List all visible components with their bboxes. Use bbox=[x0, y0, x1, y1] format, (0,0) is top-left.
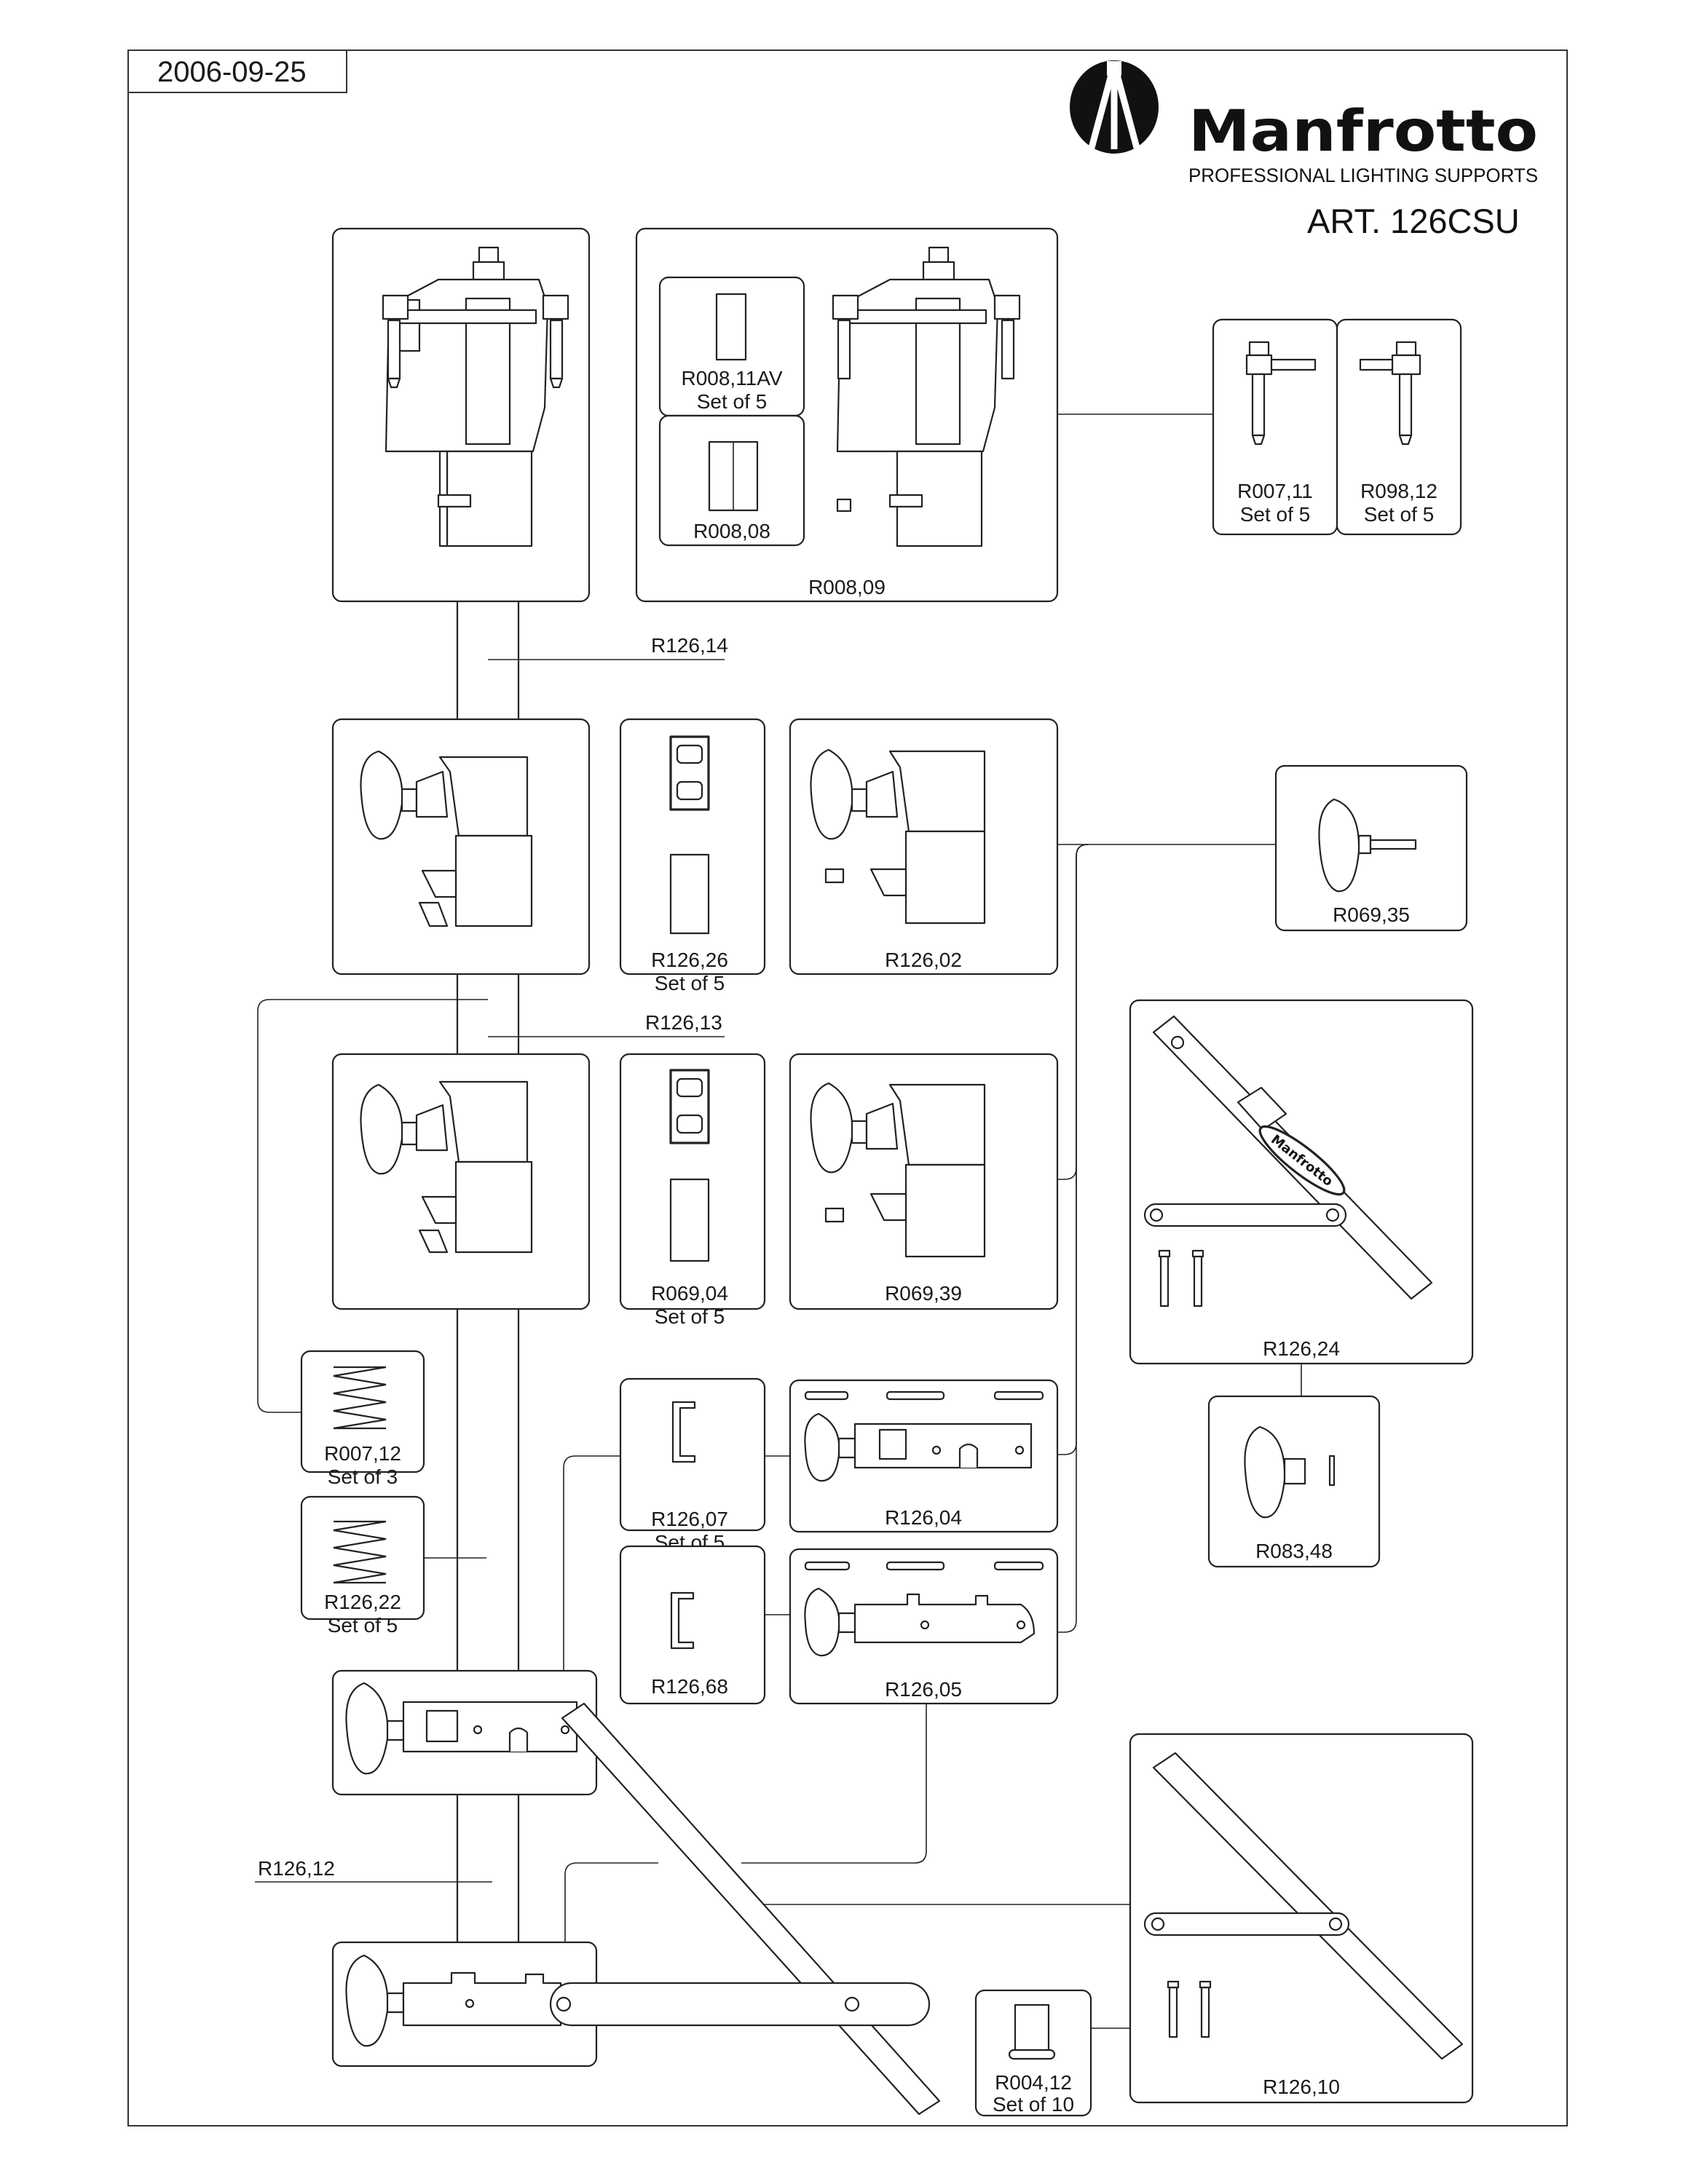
r126-24-label: R126,24 bbox=[1263, 1337, 1340, 1360]
r098-12-qty: Set of 5 bbox=[1364, 503, 1435, 526]
article-number: ART. 126CSU bbox=[1307, 202, 1520, 240]
r126-02-label: R126,02 bbox=[885, 949, 962, 971]
r126-26-qty: Set of 5 bbox=[655, 972, 725, 994]
brand-tagline: PROFESSIONAL LIGHTING SUPPORTS bbox=[1188, 165, 1538, 186]
r126-68-label: R126,68 bbox=[651, 1675, 728, 1698]
r126-05-label: R126,05 bbox=[885, 1678, 962, 1701]
r007-12-drawing bbox=[333, 1366, 387, 1430]
r007-11-qty: Set of 5 bbox=[1240, 503, 1311, 526]
r098-12-drawing bbox=[1359, 341, 1421, 446]
clamp-middle-drawing bbox=[360, 1080, 533, 1254]
r126-07-box bbox=[619, 1377, 766, 1532]
r069-04-drawing bbox=[669, 1069, 710, 1262]
r008-08-label: R008,08 bbox=[693, 520, 770, 542]
r007-11-label: R007,11 bbox=[1237, 480, 1313, 502]
r008-11av-qty: Set of 5 bbox=[697, 390, 768, 413]
r126-07-label: R126,07 bbox=[651, 1508, 728, 1530]
r083-48-label: R083,48 bbox=[1255, 1540, 1333, 1562]
r004-12-label: R004,12 bbox=[995, 2071, 1072, 2094]
r007-11-drawing bbox=[1245, 341, 1317, 446]
r069-39-drawing bbox=[810, 1082, 986, 1258]
r008-09-drawing bbox=[832, 246, 1021, 547]
r007-12-qty: Set of 3 bbox=[328, 1465, 398, 1488]
r004-12-qty: Set of 10 bbox=[993, 2093, 1074, 2116]
date-label: 2006-09-25 bbox=[157, 56, 307, 88]
clamp-lower-drawing bbox=[345, 1682, 578, 1775]
date-box bbox=[127, 50, 347, 93]
r126-26-box bbox=[619, 718, 766, 976]
r069-39-label: R069,39 bbox=[885, 1282, 962, 1305]
manfrotto-logo: Manfrotto bbox=[1070, 60, 1538, 165]
r126-04-drawing bbox=[804, 1390, 1044, 1482]
r126-07-drawing bbox=[671, 1401, 696, 1463]
r007-12-box bbox=[300, 1350, 425, 1473]
spigot-assembly-drawing bbox=[382, 246, 569, 547]
r126-68-drawing bbox=[670, 1591, 695, 1650]
brand-name: Manfrotto bbox=[1188, 99, 1538, 165]
r126-10-label: R126,10 bbox=[1263, 2076, 1340, 2098]
r008-09-label: R008,09 bbox=[808, 576, 886, 598]
r126-13-label: R126,13 bbox=[645, 1011, 722, 1034]
r098-12-label: R098,12 bbox=[1360, 480, 1437, 502]
r126-68-box bbox=[619, 1545, 766, 1705]
r126-10-drawing bbox=[1143, 1752, 1464, 2060]
r083-48-drawing bbox=[1244, 1425, 1336, 1519]
drawing-frame bbox=[127, 50, 1568, 2126]
r007-12-label: R007,12 bbox=[324, 1442, 401, 1465]
r126-22-drawing bbox=[333, 1520, 387, 1584]
r069-35-label: R069,35 bbox=[1333, 903, 1410, 926]
r126-26-drawing bbox=[669, 735, 710, 935]
r126-22-box bbox=[300, 1495, 425, 1621]
r126-14-label: R126,14 bbox=[651, 634, 728, 657]
clamp-upper-drawing bbox=[360, 750, 533, 927]
r126-04-label: R126,04 bbox=[885, 1506, 962, 1529]
leg-strut bbox=[561, 1702, 941, 2116]
r126-22-qty: Set of 5 bbox=[328, 1614, 398, 1637]
r126-05-drawing bbox=[804, 1561, 1044, 1657]
r126-26-label: R126,26 bbox=[651, 949, 728, 971]
r004-12-drawing bbox=[1008, 2003, 1056, 2060]
r069-04-qty: Set of 5 bbox=[655, 1305, 725, 1328]
r126-22-label: R126,22 bbox=[324, 1591, 401, 1613]
r126-02-drawing bbox=[810, 748, 986, 925]
r069-04-label: R069,04 bbox=[651, 1282, 728, 1305]
r126-12-label: R126,12 bbox=[258, 1857, 335, 1880]
r008-11av-label: R008,11AV bbox=[681, 367, 782, 389]
r069-35-drawing bbox=[1318, 798, 1417, 893]
clamp-bottom-drawing bbox=[345, 1954, 931, 2047]
